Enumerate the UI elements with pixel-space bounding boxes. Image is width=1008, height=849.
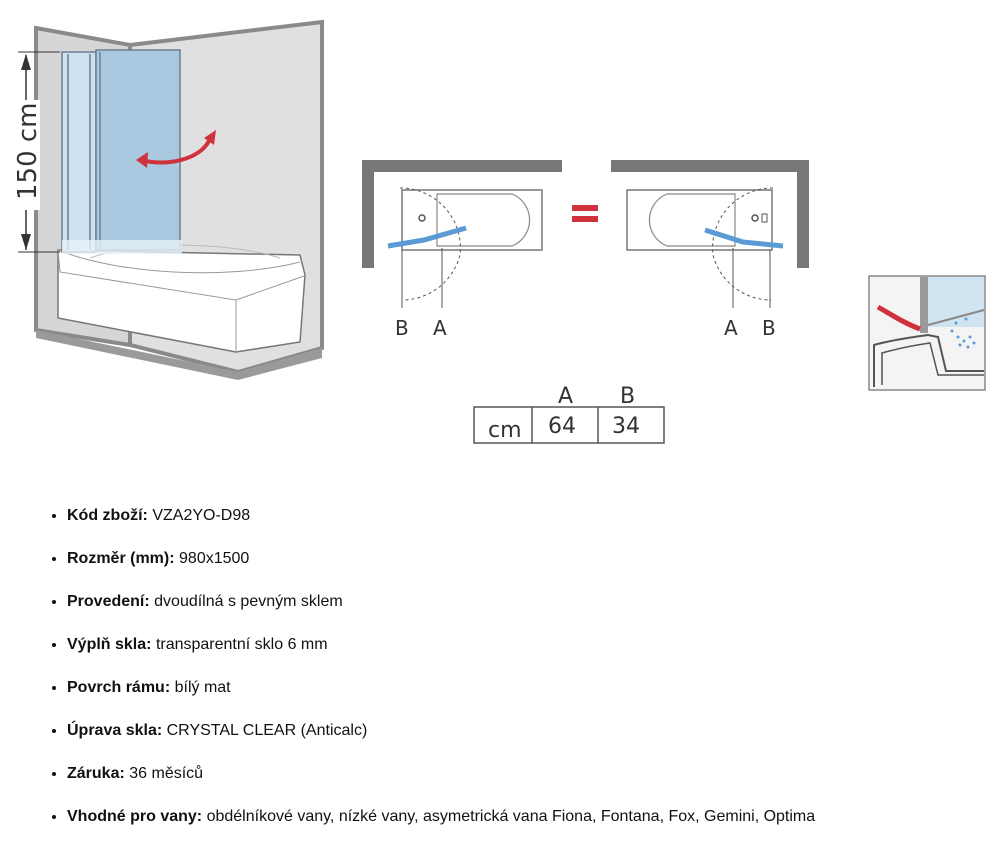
dimension-header-a: A: [558, 384, 573, 409]
spec-value: dvoudílná s pevným sklem: [154, 593, 343, 610]
dimension-unit: cm: [488, 418, 522, 443]
spec-value: CRYSTAL CLEAR (Anticalc): [166, 722, 368, 739]
spec-value: transparentní sklo 6 mm: [155, 636, 328, 653]
spec-value: bílý mat: [174, 679, 231, 696]
equals-icon: [572, 205, 598, 222]
plan-left-label-a: A: [433, 316, 447, 340]
spec-item-treatment: Úprava skla: CRYSTAL CLEAR (Anticalc): [67, 720, 815, 741]
height-dimension: 150 cm: [12, 51, 60, 253]
dimension-table: A B cm 64 34: [473, 384, 665, 444]
rotation-arrow-icon: [139, 137, 212, 165]
spec-value: 980x1500: [179, 550, 250, 567]
spec-item-warranty: Záruka: 36 měsíců: [67, 763, 815, 784]
spec-list: Kód zboží: VZA2YO-D98 Rozměr (mm): 980x1…: [48, 505, 815, 849]
plan-view-left: B A: [362, 160, 562, 340]
spec-item-frame: Povrch rámu: bílý mat: [67, 677, 815, 698]
dimension-header-b: B: [620, 384, 635, 409]
plan-right-label-a: A: [724, 316, 738, 340]
plan-right-label-b: B: [762, 316, 776, 340]
plan-view-right: A B: [611, 160, 809, 340]
spec-label: Rozměr (mm):: [67, 550, 175, 567]
spec-item-code: Kód zboží: VZA2YO-D98: [67, 505, 815, 526]
spec-value: 36 měsíců: [129, 765, 204, 782]
spec-label: Záruka:: [67, 765, 125, 782]
spec-value: VZA2YO-D98: [152, 507, 251, 524]
spec-label: Povrch rámu:: [67, 679, 171, 696]
seal-detail-inset: [868, 275, 986, 391]
height-label: 150 cm: [13, 102, 43, 200]
spec-label: Úprava skla:: [67, 722, 163, 739]
spec-item-design: Provedení: dvoudílná s pevným sklem: [67, 591, 815, 612]
plan-left-label-b: B: [395, 316, 409, 340]
spec-label: Výplň skla:: [67, 636, 152, 653]
spec-item-glass: Výplň skla: transparentní sklo 6 mm: [67, 634, 815, 655]
spec-value: obdélníkové vany, nízké vany, asymetrick…: [206, 808, 816, 825]
product-illustration: 150 cm: [12, 19, 324, 380]
dimension-value-b: 34: [612, 414, 640, 439]
spec-label: Kód zboží:: [67, 507, 148, 524]
shower-screen: [61, 49, 182, 254]
dimension-value-a: 64: [548, 414, 576, 439]
spec-label: Vhodné pro vany:: [67, 808, 203, 825]
spec-label: Provedení:: [67, 593, 150, 610]
spec-item-size: Rozměr (mm): 980x1500: [67, 548, 815, 569]
spec-item-compatibility: Vhodné pro vany: obdélníkové vany, nízké…: [67, 806, 815, 827]
